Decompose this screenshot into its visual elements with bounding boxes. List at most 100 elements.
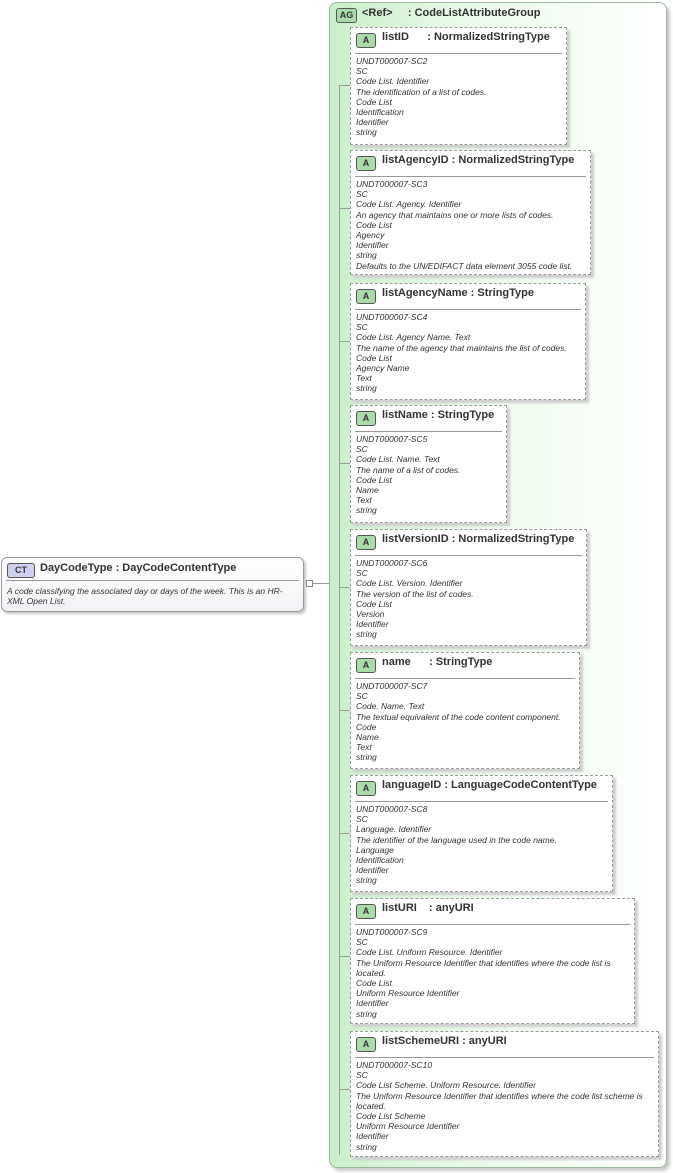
connector-spine — [339, 85, 340, 1155]
attribute-detail-line: SC — [356, 814, 368, 825]
connector-tick — [340, 85, 350, 86]
attribute-detail-line: UNDT000007-SC5 — [356, 434, 428, 444]
attribute-detail-line: string — [356, 629, 377, 640]
divider — [355, 678, 575, 679]
attribute-detail-line: Code List — [356, 352, 392, 363]
attribute-detail-line: Code List — [356, 474, 392, 485]
attribute-detail-line: The name of a list of codes. — [356, 464, 461, 475]
attribute-group-title: <Ref> : CodeListAttributeGroup — [362, 7, 541, 19]
attribute-detail-line: Code. Name. Text — [356, 701, 425, 712]
attribute-detail-line: Code List — [356, 598, 392, 609]
attribute-icon: A — [356, 33, 376, 48]
divider — [355, 309, 581, 310]
divider — [355, 176, 586, 177]
attribute-detail-line: string — [356, 1141, 377, 1152]
attribute-detail-line: Identifier — [356, 998, 389, 1009]
attribute-title: name : StringType — [382, 656, 493, 668]
connector-tick — [340, 956, 350, 957]
attribute-detail-line: SC — [356, 444, 368, 455]
complex-type-icon: CT — [7, 563, 35, 578]
attribute-detail-line: string — [356, 505, 377, 516]
attribute-detail-line: UNDT000007-SC3 — [356, 179, 428, 189]
connector-line — [313, 583, 329, 584]
attribute-detail-line: Name — [356, 732, 379, 743]
attribute-detail-line: UNDT000007-SC2 — [356, 56, 428, 66]
attribute-detail-line: The Uniform Resource Identifier that ide… — [356, 1090, 643, 1111]
attribute-detail-line: UNDT000007-SC9 — [356, 927, 428, 937]
attribute-detail-line: string — [356, 250, 377, 261]
attribute-detail-line: Version — [356, 609, 385, 620]
attribute-detail-line: Text — [356, 495, 372, 506]
attribute-detail-line: Code List Scheme — [356, 1111, 426, 1122]
attribute-detail-line: SC — [356, 1070, 368, 1081]
complex-type-box[interactable]: CT DayCodeType : DayCodeContentType A co… — [1, 557, 304, 612]
attribute-detail-line: Identifier — [356, 619, 389, 630]
divider — [355, 1057, 654, 1058]
attribute-detail-line: SC — [356, 322, 368, 333]
attribute-detail-line: string — [356, 127, 377, 138]
attribute-detail-line: Code List — [356, 96, 392, 107]
connector-tick — [340, 341, 350, 342]
connector-tick — [340, 463, 350, 464]
attribute-detail-line: Code List — [356, 978, 392, 989]
attribute-detail-line: Code List. Agency Name. Text — [356, 332, 471, 343]
attribute-detail-line: The name of the agency that maintains th… — [356, 342, 567, 353]
attribute-detail-line: SC — [356, 189, 368, 200]
attribute-title: listURI : anyURI — [382, 902, 474, 914]
attribute-detail-line: Identification — [356, 107, 404, 118]
attribute-icon: A — [356, 1037, 376, 1052]
attribute-icon: A — [356, 658, 376, 673]
attribute-detail-line: Identification — [356, 855, 404, 866]
attribute-detail-line: Language — [356, 844, 394, 855]
attribute-detail-line: Defaults to the UN/EDIFACT data element … — [356, 260, 573, 271]
attribute-detail-line: Code List. Identifier — [356, 76, 430, 87]
attribute-detail-line: Text — [356, 373, 372, 384]
connector-tick — [340, 1089, 350, 1090]
divider — [355, 555, 582, 556]
attribute-title: listAgencyName : StringType — [382, 287, 534, 299]
attribute-detail-line: The version of the list of codes. — [356, 588, 474, 599]
divider — [355, 53, 562, 54]
attribute-detail-line: Uniform Resource Identifier — [356, 988, 460, 999]
attribute-detail-line: Code List. Version. Identifier — [356, 578, 463, 589]
attribute-detail-line: The identifier of the language used in t… — [356, 834, 557, 845]
attribute-detail-line: UNDT000007-SC4 — [356, 312, 428, 322]
attribute-detail-line: Agency — [356, 230, 385, 241]
attribute-detail-line: Identifier — [356, 117, 389, 128]
collapse-toggle-icon[interactable] — [306, 580, 313, 587]
attribute-detail-line: Code List. Agency. Identifier — [356, 199, 462, 210]
attribute-detail-line: The identification of a list of codes. — [356, 86, 487, 97]
attribute-icon: A — [356, 289, 376, 304]
attribute-icon: A — [356, 411, 376, 426]
attribute-detail-line: Identifier — [356, 865, 389, 876]
attribute-detail-line: SC — [356, 937, 368, 948]
divider — [355, 431, 502, 432]
connector-tick — [340, 833, 350, 834]
attribute-detail-line: An agency that maintains one or more lis… — [356, 209, 554, 220]
attribute-icon: A — [356, 535, 376, 550]
attribute-icon: A — [356, 781, 376, 796]
attribute-detail-line: Identifier — [356, 240, 389, 251]
attribute-title: listID : NormalizedStringType — [382, 31, 550, 43]
attribute-detail-line: Code List Scheme. Uniform Resource. Iden… — [356, 1080, 536, 1091]
attribute-detail-line: string — [356, 752, 377, 763]
complex-type-description: A code classifying the associated day or… — [7, 586, 283, 606]
complex-type-title: DayCodeType : DayCodeContentType — [40, 562, 237, 574]
attribute-detail-line: Code List. Name. Text — [356, 454, 440, 465]
